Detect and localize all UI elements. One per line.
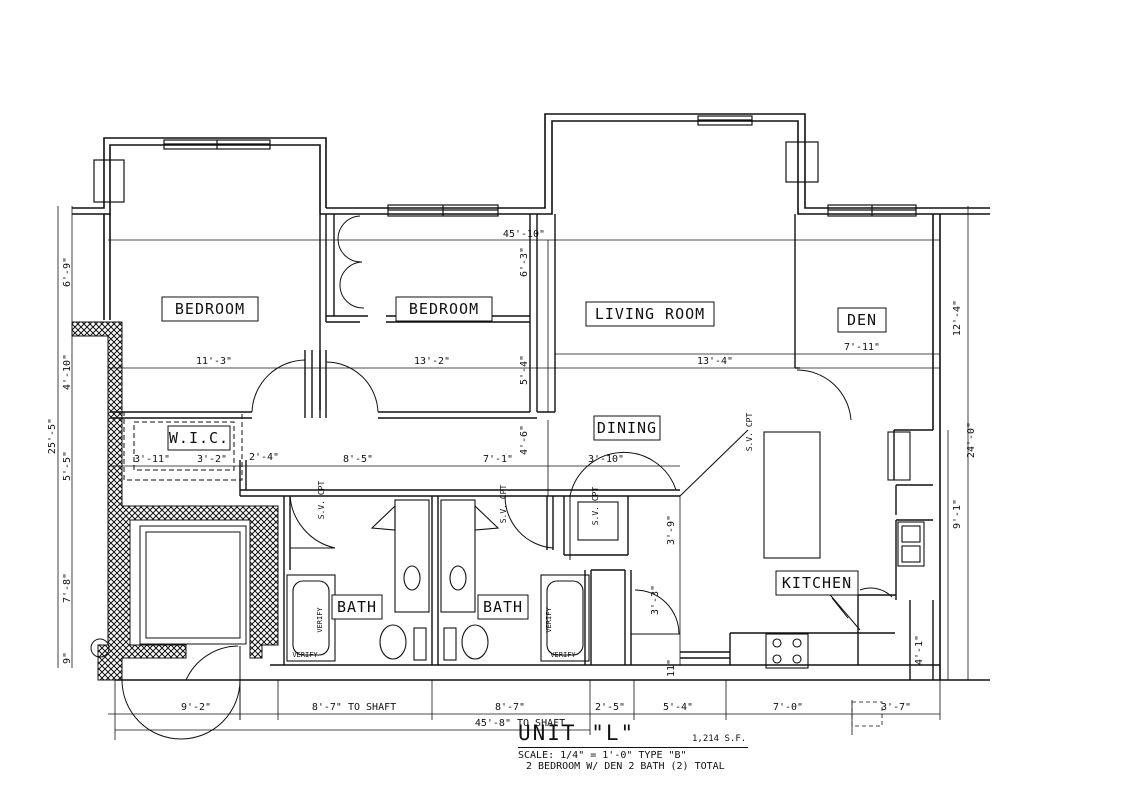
dim-left-top: 6'-9": [62, 257, 73, 287]
exterior-walls: [72, 113, 990, 681]
dim-bottom-5: 5'-4": [663, 702, 693, 713]
dim-bed1-width: 11'-3": [196, 356, 232, 367]
dim-overall-width: 45'-10": [503, 229, 545, 240]
dim-bottom-4: 2'-5": [595, 702, 625, 713]
unit-title: UNIT "L": [518, 721, 636, 745]
scale-line: SCALE: 1/4" = 1'-0" TYPE "B": [518, 747, 748, 761]
windows: [93, 115, 917, 217]
note-verify-2: VERIFY: [292, 651, 318, 659]
room-label-bath-1: BATH: [337, 598, 377, 616]
dim-bottom-7: 3'-7": [881, 702, 911, 713]
dim-bottom-1: 9'-2": [181, 702, 211, 713]
room-label-dining: DINING: [597, 419, 657, 437]
dim-left-bottom: 7'-8": [62, 573, 73, 603]
dim-wic-left: 3'-11": [134, 454, 170, 465]
hatched-walls: [71, 321, 279, 681]
room-label-living-room: LIVING ROOM: [595, 305, 705, 323]
dimension-lines: [57, 206, 969, 740]
dim-laundry-3: 11": [666, 659, 677, 677]
dim-left-tiny: 9": [62, 652, 73, 664]
dim-left-mid: 4'-10": [62, 354, 73, 390]
wic-shelving: [123, 214, 335, 481]
dim-den-width: 7'-11": [844, 342, 880, 353]
dim-left-sub: 5'-5": [62, 451, 73, 481]
fixture-notes: S.V. CPT S.V. CPT S.V. CPT S.V. CPT VERI…: [292, 413, 754, 659]
note-verify-4: VERIFY: [550, 651, 576, 659]
dim-living-width: 13'-4": [697, 356, 733, 367]
dim-right-total: 24'-0": [966, 422, 977, 458]
dim-hall-1: 2'-4": [249, 452, 279, 463]
vertical-dimension-labels: 6'-9" 4'-10" 25'-5" 5'-5" 7'-8" 9" 6'-3"…: [47, 247, 977, 677]
dim-right-top: 12'-4": [952, 300, 963, 336]
room-labels: BEDROOM BEDROOM LIVING ROOM DEN W.I.C. D…: [161, 296, 887, 620]
dim-hall-4: 3'-10": [588, 454, 624, 465]
dim-laundry-1: 3'-9": [666, 515, 677, 545]
note-sv-cpt-2: S.V. CPT: [499, 485, 508, 524]
room-label-den: DEN: [847, 311, 877, 329]
dim-bottom-2: 8'-7" TO SHAFT: [312, 702, 396, 713]
doors: [121, 215, 893, 740]
note-sv-cpt-4: S.V. CPT: [745, 413, 754, 452]
dim-kitchen-height: 9'-1": [952, 499, 963, 529]
dim-hall-2: 8'-5": [343, 454, 373, 465]
dim-bottom-3: 8'-7": [495, 702, 525, 713]
dim-living-height: 5'-4": [519, 355, 530, 385]
unit-area: 1,214 S.F.: [692, 734, 747, 744]
unit-description: 2 BEDROOM W/ DEN 2 BATH (2) TOTAL: [526, 761, 725, 772]
room-label-wic: W.I.C.: [169, 429, 229, 447]
dim-dining-height: 4'-6": [519, 425, 530, 455]
dim-laundry-2: 3'-3": [650, 585, 661, 615]
dim-left-total: 25'-5": [47, 418, 58, 454]
dim-bottom-total: 45'-8" TO SHAFT: [475, 718, 565, 729]
note-sv-cpt-1: S.V. CPT: [317, 481, 326, 520]
room-label-bedroom-1: BEDROOM: [175, 300, 245, 318]
dim-bottom-6: 7'-0": [773, 702, 803, 713]
room-label-bath-2: BATH: [483, 598, 523, 616]
note-verify-1: VERIFY: [316, 607, 324, 633]
dim-closet-height: 6'-3": [519, 247, 530, 277]
room-label-kitchen: KITCHEN: [782, 574, 852, 592]
room-label-bedroom-2: BEDROOM: [409, 300, 479, 318]
dim-wic-right: 3'-2": [197, 454, 227, 465]
fixtures: [286, 429, 925, 669]
note-sv-cpt-3: S.V. CPT: [591, 487, 600, 526]
dim-hall-3: 7'-1": [483, 454, 513, 465]
dim-kitchen-bottom: 4'-1": [914, 635, 925, 665]
dim-bed2-width: 13'-2": [414, 356, 450, 367]
note-verify-3: VERIFY: [545, 607, 553, 633]
dimension-labels: 45'-10" 11'-3" 13'-2" 13'-4" 7'-11" 3'-1…: [134, 229, 911, 729]
